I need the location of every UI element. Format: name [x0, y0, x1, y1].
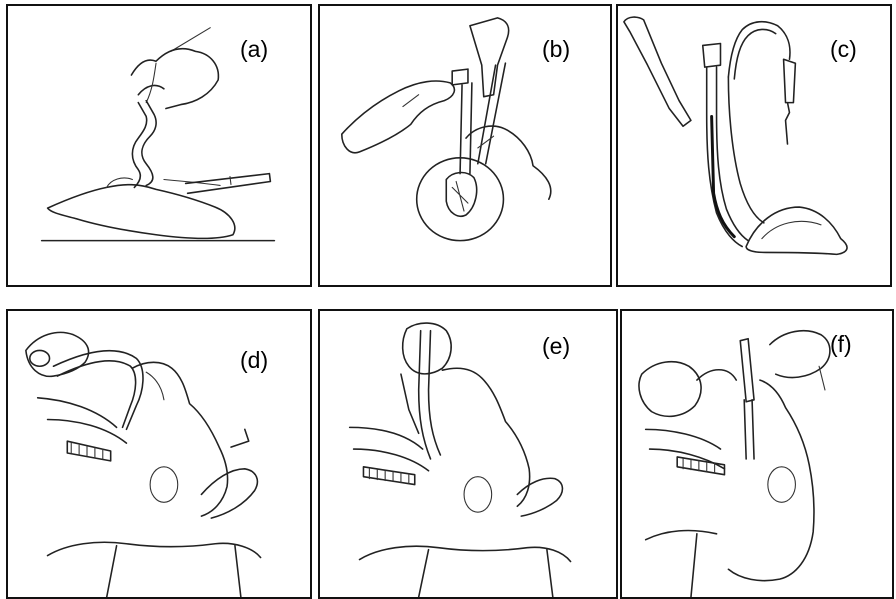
panel-label-f: (f) [830, 331, 852, 358]
panel-label-a: (a) [240, 36, 268, 63]
panel-label-d: (d) [240, 347, 268, 374]
illustration-insertion-step-2 [320, 311, 616, 597]
panel-d: (d) [6, 309, 312, 599]
panel-a: (a) [6, 4, 312, 287]
panel-label-e: (e) [542, 333, 570, 360]
panel-label-c: (c) [830, 36, 857, 63]
panel-b: (b) [318, 4, 612, 287]
panel-e: (e) [318, 309, 618, 599]
panel-f: (f) [620, 309, 894, 599]
panel-label-b: (b) [542, 36, 570, 63]
panel-c: (c) [616, 4, 892, 287]
